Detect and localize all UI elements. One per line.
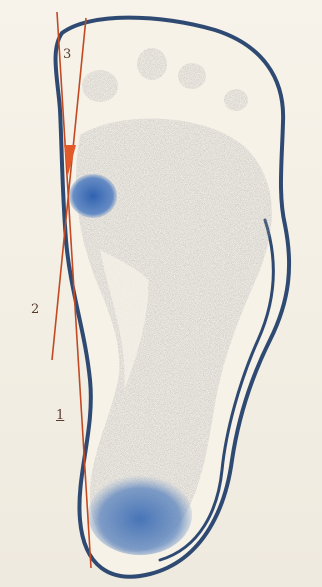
label-one: 1 (56, 408, 64, 423)
toe-1 (82, 70, 118, 102)
toe-2 (137, 48, 167, 80)
toe-3 (178, 63, 206, 89)
label-two: 2 (31, 302, 39, 317)
toe-4 (224, 89, 248, 111)
heel-pressure-spot (88, 475, 192, 555)
label-three: 3 (63, 47, 71, 62)
ball-pressure-spot (69, 174, 117, 218)
